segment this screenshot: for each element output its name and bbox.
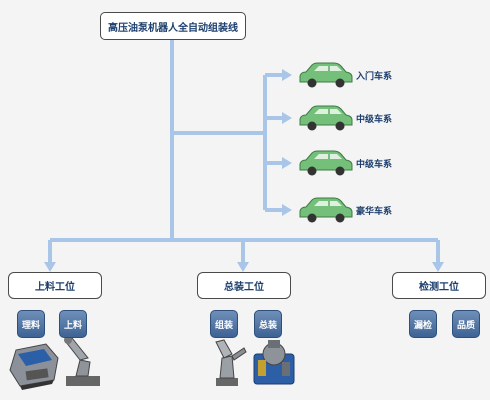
sub-step: 品质: [452, 310, 480, 338]
station-assembly: 总装工位: [197, 272, 291, 299]
feeder-machine-icon: [9, 343, 59, 390]
car-icon: [299, 62, 353, 88]
car-icon: [299, 197, 353, 223]
robot-arm-icon: [64, 336, 100, 386]
car-series-label: 中级车系: [356, 160, 393, 170]
car-icon: [299, 150, 353, 176]
robot-arm-icon: [215, 339, 247, 386]
page-title: 高压油泵机器人全自动组装线: [100, 12, 246, 40]
car-series-label: 豪华车系: [356, 207, 393, 217]
station-feeding: 上料工位: [8, 272, 102, 299]
car-series-label: 入门车系: [356, 72, 393, 82]
sub-step: 理料: [17, 310, 45, 338]
pump-assembly-icon: [253, 340, 295, 385]
sub-step: 总装: [254, 310, 282, 338]
sub-step: 组装: [210, 310, 238, 338]
car-icon: [299, 105, 353, 131]
sub-step: 上料: [59, 310, 87, 338]
sub-step: 漏检: [409, 310, 437, 338]
car-series-label: 中级车系: [356, 115, 393, 125]
station-inspection: 检测工位: [392, 272, 486, 299]
